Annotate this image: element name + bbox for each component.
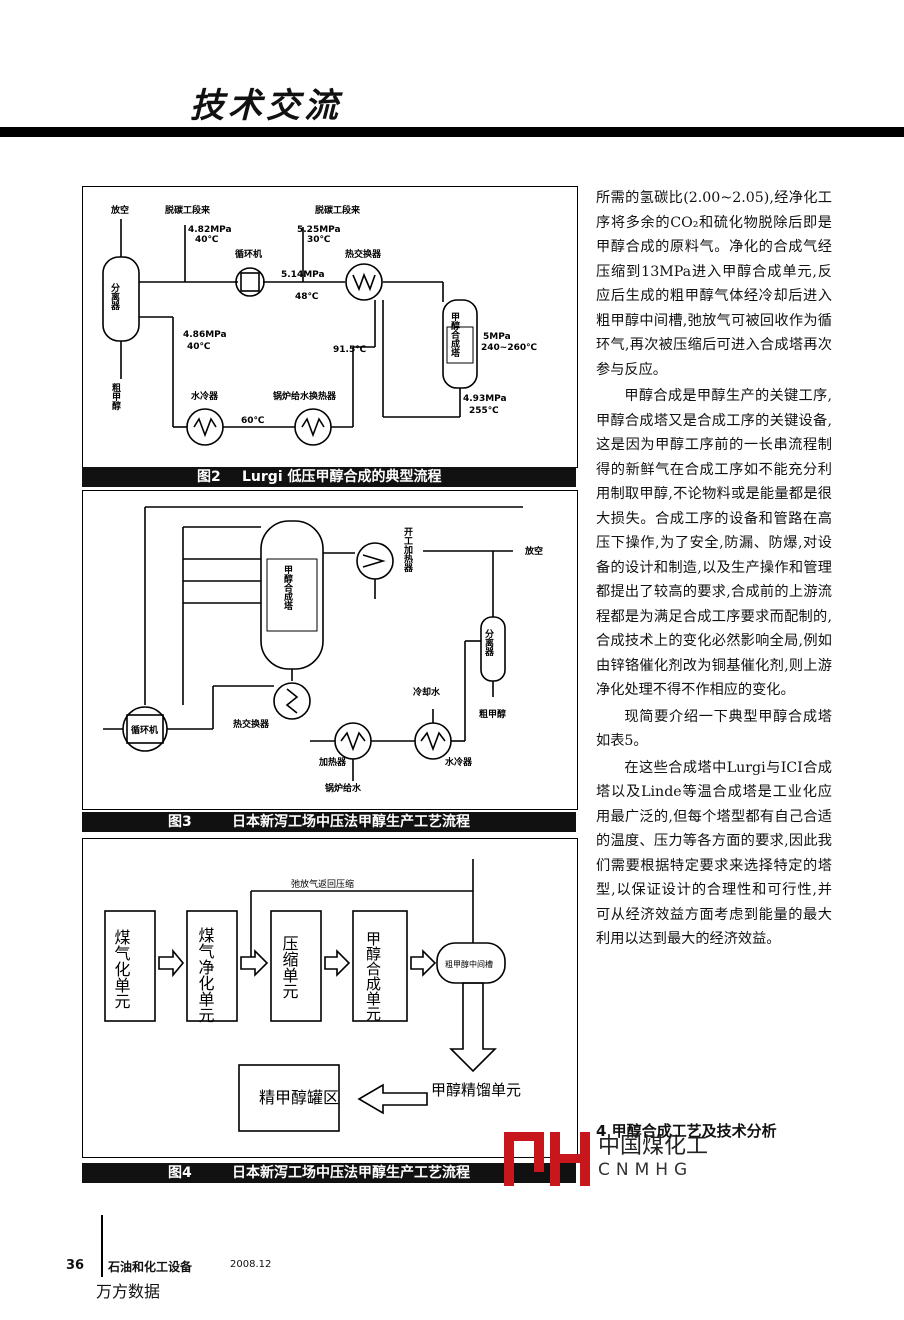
fig4-recycle-label: 弛放气返回压缩: [291, 878, 354, 890]
fig4-purification-label: 煤气净化单元: [196, 927, 215, 1023]
figure-2-diagram: 放空 脱碳工段来 脱碳工段来 4.82MPa 40℃ 5.25MPa 30℃ 循…: [102, 204, 537, 446]
page-number: 36: [66, 1258, 85, 1273]
body-paragraph-3: 现简要介绍一下典型甲醇合成塔如表5。: [596, 708, 832, 750]
fig2-crude-label: 粗甲醇: [110, 382, 121, 411]
fig2-p5: 5MPa: [483, 332, 511, 342]
source-watermark: 万方数据: [96, 1282, 161, 1301]
fig2-t2: 30℃: [307, 235, 331, 245]
coal-gasification-box: [104, 910, 156, 1022]
fig3-vent-label: 放空: [524, 545, 543, 557]
fig2-vent-label: 放空: [110, 204, 129, 216]
fig2-p4: 4.86MPa: [183, 330, 227, 340]
fig3-water-cooler-label: 水冷器: [445, 756, 473, 768]
body-text-column: 所需的氢碳比(2.00~2.05),经净化工序将多余的CO₂和硫化物脱除后即是甲…: [596, 186, 832, 952]
fig2-t8: 60℃: [241, 416, 265, 426]
fig3-hx-label: 热交换器: [233, 718, 270, 730]
section-4-heading: 4 甲醇合成工艺及技术分析: [596, 1122, 777, 1140]
heat-exchanger-symbol: [345, 263, 383, 301]
fig2-p1: 4.82MPa: [188, 225, 232, 235]
fig2-desulf2-label: 脱碳工段来: [315, 204, 361, 216]
fig4-coal-label: 煤气化单元: [112, 929, 131, 1009]
fig3-reactor-label: 甲醇合成塔: [282, 565, 293, 611]
fig3-caption-text: 日本新泻工场中压法甲醇生产工艺流程: [232, 814, 470, 830]
body-paragraph-4: 在这些合成塔中Lurgi与ICI合成塔以及Linde等温合成塔是工业化应用最广泛…: [596, 759, 832, 948]
compression-box: [270, 910, 322, 1022]
figure-4-diagram: 弛放气返回压缩 煤气化单元 煤气净化单元 压缩单元 甲醇合成单元 粗甲醇中间槽 …: [104, 859, 521, 1132]
issue-date: 2008.12: [230, 1259, 272, 1270]
fig3-separator-label: 分离器: [483, 628, 495, 657]
fig2-boiler-label: 锅炉给水换热器: [272, 390, 337, 402]
fig2-water-cooler-label: 水冷器: [191, 390, 219, 402]
figure-4-caption: 图4 日本新泻工场中压法甲醇生产工艺流程: [82, 1163, 576, 1183]
logo-english-text: CNMHG: [598, 1160, 694, 1180]
figure-2-caption: 图2 Lurgi 低压甲醇合成的典型流程: [82, 467, 576, 487]
fig3-crude-label: 粗甲醇: [479, 708, 506, 720]
figure-4: 弛放气返回压缩 煤气化单元 煤气净化单元 压缩单元 甲醇合成单元 粗甲醇中间槽 …: [82, 838, 578, 1158]
fig4-caption-text: 日本新泻工场中压法甲醇生产工艺流程: [232, 1165, 470, 1181]
circulator-symbol: [235, 267, 265, 297]
logo-mark-icon: [504, 1132, 590, 1186]
fig4-refined-label: 精甲醇罐区: [259, 1088, 339, 1107]
boiler-hx-symbol: [294, 408, 332, 446]
fig2-caption-text: Lurgi 低压甲醇合成的典型流程: [242, 469, 442, 485]
startup-heater-symbol: [356, 542, 394, 580]
fig3-circulator-label: 循环机: [131, 724, 158, 736]
fig2-hx-label: 热交换器: [345, 248, 382, 260]
fig2-reactor-label: 甲醇合成塔: [449, 312, 460, 358]
figure-3-caption: 图3 日本新泻工场中压法甲醇生产工艺流程: [82, 812, 576, 832]
fig3-boiler-feed-label: 锅炉给水: [324, 782, 362, 794]
fig2-circulator-label: 循环机: [235, 248, 262, 260]
body-paragraph-1: 所需的氢碳比(2.00~2.05),经净化工序将多余的CO₂和硫化物脱除后即是甲…: [596, 190, 832, 378]
fig4-distillation-label: 甲醇精馏单元: [431, 1081, 521, 1099]
fig3-caption-num: 图3: [168, 814, 192, 830]
figure-2: 放空 脱碳工段来 脱碳工段来 4.82MPa 40℃ 5.25MPa 30℃ 循…: [82, 186, 578, 468]
fig2-t5: 91.5℃: [333, 345, 366, 355]
figure-3-diagram: 开工加热器 放空 甲醇合成塔 分离器 冷却水 粗甲醇 循环机 热交换器 加热器 …: [103, 506, 543, 794]
figure-3: 开工加热器 放空 甲醇合成塔 分离器 冷却水 粗甲醇 循环机 热交换器 加热器 …: [82, 490, 578, 810]
body-paragraph-2: 甲醇合成是甲醇生产的关键工序,甲醇合成塔又是合成工序的关键设备,这是因为甲醇工序…: [596, 388, 832, 698]
fig4-synthesis-label: 甲醇合成单元: [364, 931, 382, 1022]
reactor-vessel: [260, 520, 324, 670]
fig2-caption-num: 图2: [197, 469, 221, 485]
header-rule: [0, 127, 904, 137]
logo-chinese-text: 中国煤化工: [598, 1134, 709, 1159]
section-title: 技术交流: [190, 86, 342, 126]
footer-rule: [101, 1215, 103, 1277]
fig2-t7: 255℃: [469, 406, 499, 416]
fig2-p3: 5.14MPa: [281, 270, 325, 280]
journal-name: 石油和化工设备: [108, 1260, 193, 1274]
fig2-separator-label: 分离器: [109, 282, 121, 311]
watermark-logo: 中国煤化工 CNMHG: [502, 1128, 742, 1188]
fig2-p6: 4.93MPa: [463, 394, 507, 404]
fig3-startup-label: 开工加热器: [402, 527, 414, 573]
fig3-cooling-water-label: 冷却水: [413, 686, 441, 698]
fig2-p2: 5.25MPa: [297, 225, 341, 235]
fig3-heater-label: 加热器: [318, 756, 347, 768]
heater-symbol: [334, 722, 372, 760]
hx-symbol: [273, 682, 311, 720]
fig4-compression-label: 压缩单元: [280, 935, 299, 999]
fig2-t6: 240~260℃: [481, 343, 537, 353]
fig4-intermediate-label: 粗甲醇中间槽: [445, 959, 493, 969]
fig2-t3: 48℃: [295, 292, 319, 302]
water-cooler-symbol: [414, 722, 452, 760]
fig2-t1: 40℃: [195, 235, 219, 245]
water-cooler-symbol: [186, 408, 224, 446]
gas-purification-box: [186, 910, 238, 1022]
synthesis-box: [352, 910, 408, 1022]
fig4-caption-num: 图4: [168, 1165, 192, 1181]
fig2-t4: 40℃: [187, 342, 211, 352]
fig2-desulf1-label: 脱碳工段来: [165, 204, 211, 216]
refined-tank-box: [238, 1064, 340, 1132]
